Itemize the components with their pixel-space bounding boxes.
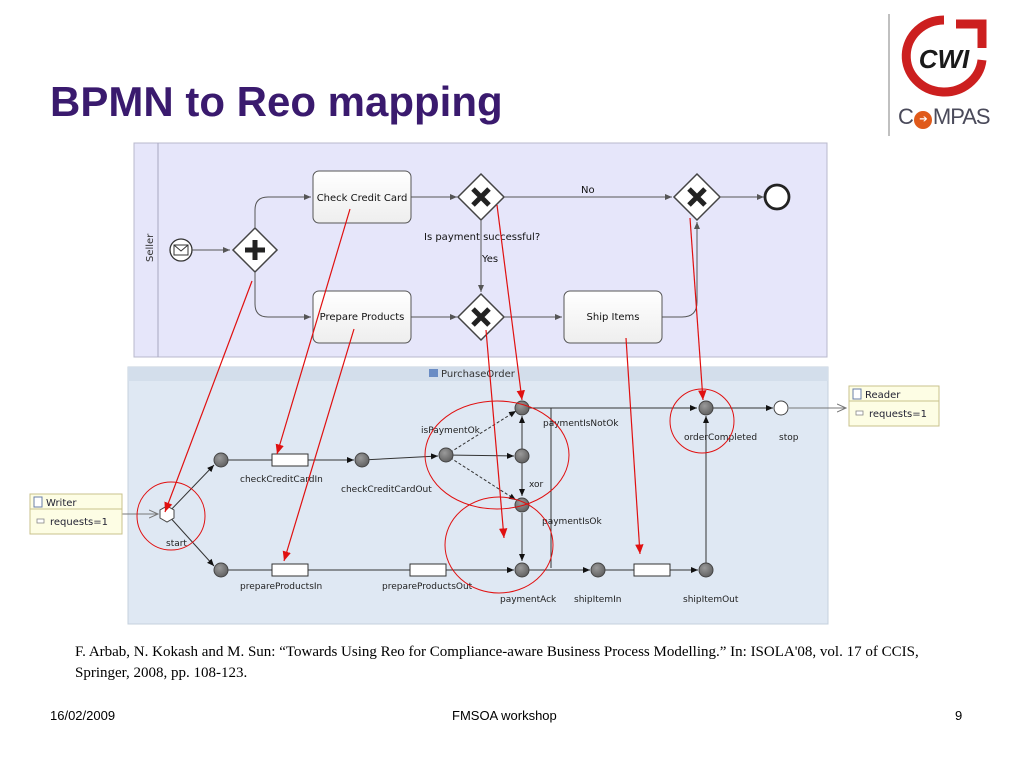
document-icon [33,496,43,508]
reo-fifo-check-credit-card[interactable] [271,453,309,467]
reo-node-order-completed[interactable] [698,400,714,416]
footer-date: 16/02/2009 [50,708,116,723]
compas-logo-mpas: MPAS [932,104,991,129]
document-icon [852,388,862,400]
reader-component[interactable]: Reader requests=1 [848,385,940,427]
reo-label-xor: xor [529,480,544,490]
flow-label-yes: Yes [481,254,498,265]
x-icon [471,187,491,207]
mapping-arrows [164,204,707,562]
reo-node-prepare-products-in[interactable] [213,562,229,578]
logo-divider [888,14,890,136]
reo-node-ship-item-out[interactable] [698,562,714,578]
citation: F. Arbab, N. Kokash and M. Sun: “Towards… [75,644,919,681]
cwi-logo-ring [901,15,987,97]
task-check-credit-card[interactable]: Check Credit Card [312,170,412,224]
reo-node-check-credit-card-in[interactable] [213,452,229,468]
reo-label-order-completed: orderCompleted [684,433,757,443]
reo-node-start[interactable] [159,505,175,523]
footer-page-number: 9 [955,708,963,723]
reo-label-ship-item-in: shipItemIn [574,595,621,605]
reo-label-payment-ack: paymentAck [500,595,557,605]
reo-label-start: start [166,539,187,549]
writer-title: Writer [46,498,77,509]
envelope-icon [173,244,189,256]
bpmn-xor-gateway-end[interactable] [672,172,722,222]
reader-title: Reader [865,390,901,401]
plus-icon [245,240,265,260]
x-icon [471,307,491,327]
reo-label-check-credit-card-in: checkCreditCardIn [240,475,323,485]
reo-label-prepare-products-out: prepareProductsOut [382,582,473,592]
reo-label-ship-item-out: shipItemOut [683,595,739,605]
bpmn-lane-label: Seller [145,233,156,262]
reo-label-payment-is-not-ok: paymentIsNotOk [543,419,619,429]
reo-label-check-credit-card-out: checkCreditCardOut [341,485,432,495]
flow-label-no: No [581,185,595,196]
reo-label-stop: stop [779,433,799,443]
compas-logo-c: C [898,104,914,129]
reo-node-is-payment-ok[interactable] [438,447,454,463]
reo-fifo-prepare-products-out[interactable] [409,563,447,577]
x-icon [687,187,707,207]
property-icon [855,410,864,416]
compas-logo: C➔MPAS [898,104,991,130]
reo-fifo-ship-item[interactable] [633,563,671,577]
reo-connector-title: PurchaseOrder [441,369,516,380]
highlight-payment-split [424,400,570,510]
bpmn-panel: Seller Check Credit Card Prepare Product… [133,142,828,358]
writer-component[interactable]: Writer requests=1 [29,493,123,535]
cwi-logo: CWI [901,15,987,97]
reo-node-xor[interactable] [514,448,530,464]
reo-node-ship-item-in[interactable] [590,562,606,578]
map-arrow-payment-xor [496,204,525,401]
reo-panel: PurchaseOrder [122,366,846,625]
compas-logo-o-icon: ➔ [913,111,932,129]
map-arrow-end-gateway [689,217,707,401]
writer-property: requests=1 [50,517,108,528]
bpmn-end-event[interactable] [763,183,791,211]
reader-property: requests=1 [869,409,927,420]
highlight-payment-join [444,496,554,594]
map-arrow-check-credit [275,208,351,455]
cwi-logo-text: CWI [919,44,970,74]
map-arrow-gateway-start [164,280,253,513]
reo-node-payment-is-not-ok[interactable] [514,400,530,416]
property-icon [36,518,45,524]
footer-event: FMSOA workshop [452,708,557,723]
bpmn-xor-gateway-join[interactable] [456,292,506,342]
gateway-question-label: Is payment successful? [424,232,540,243]
task-prepare-products[interactable]: Prepare Products [312,290,412,344]
reo-fifo-prepare-products[interactable] [271,563,309,577]
reo-label-prepare-products-in: prepareProductsIn [240,582,322,592]
reo-label-payment-is-ok: paymentIsOk [542,517,603,527]
task-label: Prepare Products [320,312,405,323]
slide-title: BPMN to Reo mapping [50,78,503,125]
map-arrow-ship-items [625,337,644,555]
map-arrow-prepare [282,328,355,562]
reo-label-is-payment-ok: isPaymentOk [421,426,481,436]
task-label: Ship Items [587,312,640,323]
task-ship-items[interactable]: Ship Items [563,290,663,344]
map-arrow-join-xor [485,329,508,539]
mapping-highlights [136,388,735,594]
reo-channels [122,408,846,573]
task-label: Check Credit Card [317,193,408,204]
reo-node-check-credit-card-out[interactable] [354,452,370,468]
reo-node-stop[interactable] [773,400,789,416]
reo-node-payment-ack[interactable] [514,562,530,578]
connector-icon [429,369,438,377]
highlight-start [136,481,206,551]
